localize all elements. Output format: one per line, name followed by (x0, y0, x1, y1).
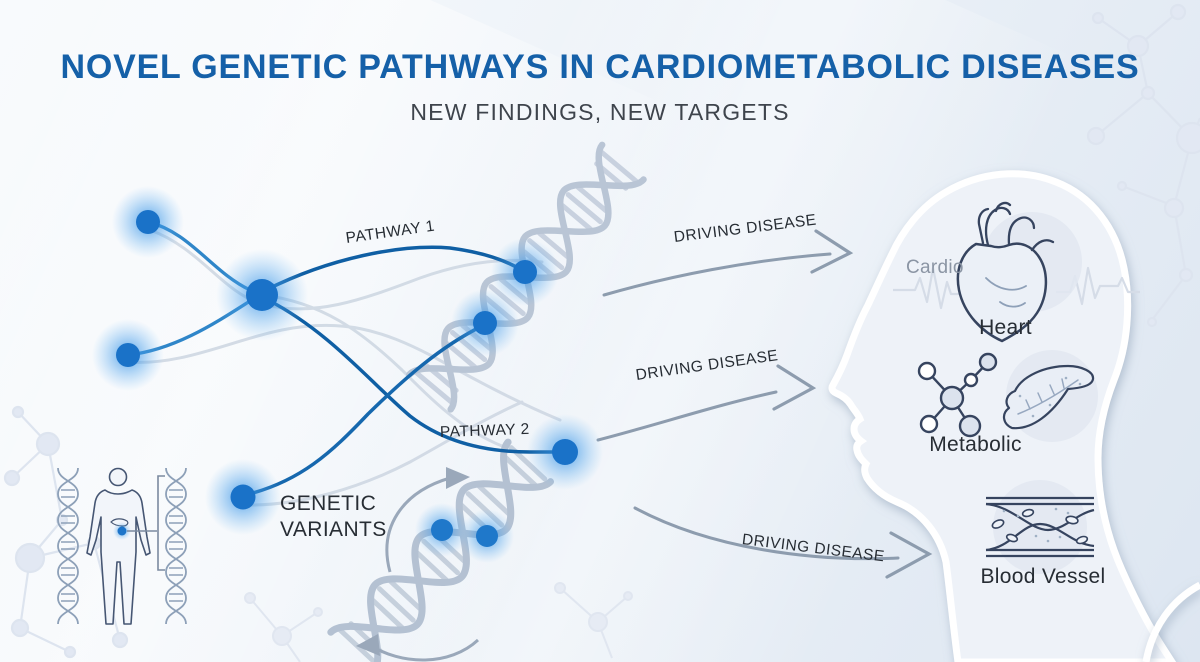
genetic-variants-line1: GENETIC (280, 492, 377, 515)
genetic-variants-curve (243, 324, 484, 497)
heart-icon (956, 201, 1082, 343)
genetic-variants-label-node (230, 484, 256, 510)
dna-strand-right-icon (165, 467, 187, 625)
bracket (157, 475, 165, 571)
page-title: NOVEL GENETIC PATHWAYS IN CARDIOMETABOLI… (60, 48, 1140, 86)
shoulder-curve (1142, 581, 1200, 662)
heart-label: Heart (979, 316, 1032, 339)
driving-disease-arrows (596, 229, 933, 579)
pathway-2-end-node (552, 439, 578, 465)
genetic-variant-nodes (92, 186, 603, 563)
dna-node (476, 525, 498, 547)
blood-vessel-label: Blood Vessel (980, 565, 1106, 588)
pathway-2-curve (266, 298, 564, 454)
dna-node (431, 519, 453, 541)
driving-disease-arrow (633, 506, 900, 561)
human-body-icon (86, 467, 165, 625)
genetic-variants-line2: VARIANTS (280, 518, 387, 541)
dna-strand-left-icon (57, 467, 79, 625)
blood-vessel-icon (985, 480, 1095, 574)
genetic-variant-node (136, 210, 160, 234)
genetic-variant-hub-node (246, 279, 278, 311)
dna-node (473, 311, 497, 335)
ghost-pathway-curves (126, 228, 562, 507)
cardio-label: Cardio (906, 257, 964, 278)
metabolic-label: Metabolic (929, 433, 1022, 456)
dna-node (513, 260, 537, 284)
genetic-variants-label: GENETIC VARIANTS (280, 491, 387, 543)
cycle-arrow-icon (356, 467, 480, 662)
pancreas-icon (1002, 350, 1098, 442)
body-variant-node (117, 526, 127, 536)
page-subtitle: NEW FINDINGS, NEW TARGETS (410, 99, 790, 125)
genetic-variant-node (116, 343, 140, 367)
molecule-decoration (3, 405, 129, 659)
driving-disease-arrow (602, 252, 832, 297)
molecule-decoration (244, 582, 633, 662)
molecule-decoration (1086, 3, 1200, 328)
pathway-2-label: PATHWAY 2 (439, 420, 530, 441)
molecule-icon (917, 352, 998, 438)
driving-disease-arrow (596, 390, 778, 442)
